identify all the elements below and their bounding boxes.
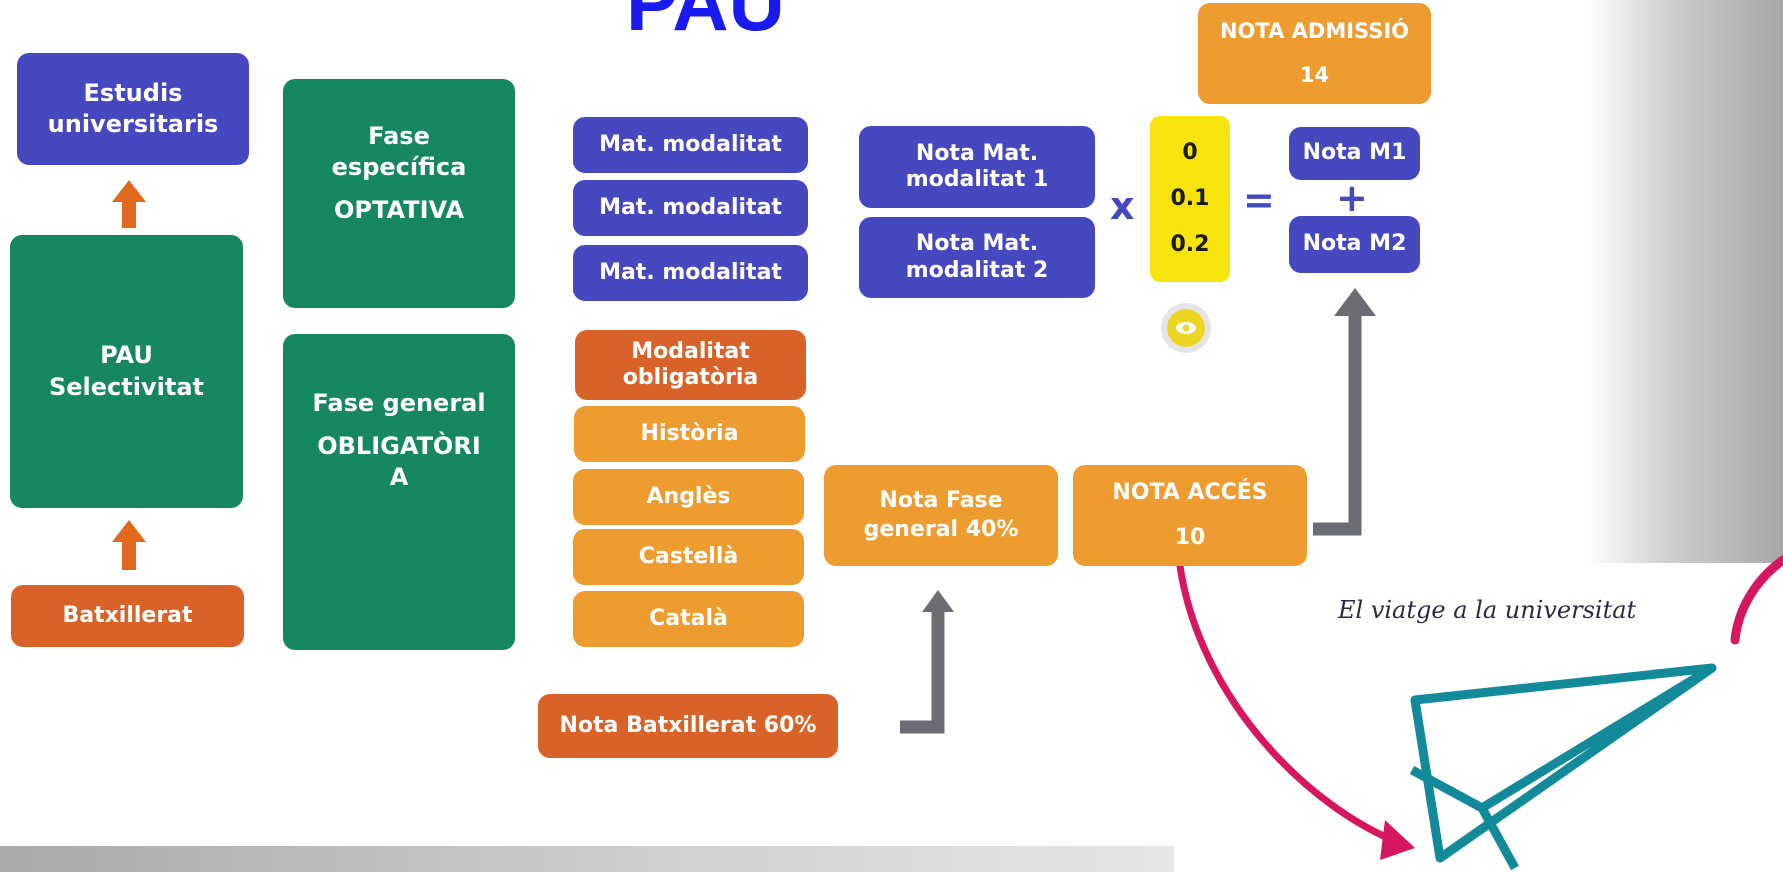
modality-grade-label: Nota Mat. [915,140,1039,166]
arrow-up-icon [112,520,146,570]
mandatory-modality-box: Modalitat obligatòria [575,330,806,400]
result-m2-box: Nota M2 [1289,216,1420,273]
access-grade-value: 10 [1174,524,1206,550]
general-phase-box: Fase general OBLIGATÒRI A [283,334,515,650]
general-subject-label: Castellà [638,543,739,569]
result-m2-label: Nota M2 [1302,231,1407,257]
plus-operator: + [1336,176,1368,220]
admission-grade-box: NOTA ADMISSIÓ 14 [1198,3,1431,104]
gray-panel-bottom [0,846,1174,872]
general-subject-catala: Català [573,591,804,647]
paper-plane-icon [1409,663,1717,871]
batxillerat-grade-label: Nota Batxillerat 60% [559,712,817,738]
magenta-curve-arrow [1176,562,1409,849]
arrow-up-icon [1334,288,1376,316]
modality-subject-1: Mat. modalitat [573,117,808,173]
studies-box: Estudis universitaris [17,53,249,165]
admission-grade-label: NOTA ADMISSIÓ [1219,19,1410,44]
batxillerat-label: Batxillerat [62,602,193,628]
general-subject-label: Història [640,420,739,446]
pau-label: PAU [100,341,153,370]
studies-label: Estudis universitaris [47,78,219,138]
general-grade-box: Nota Fase general 40% [824,465,1058,566]
modality-grade-label-2: modalitat 2 [905,257,1049,283]
pau-sublabel: Selectivitat [48,372,204,401]
general-subject-angles: Anglès [573,469,804,525]
modality-subject-label: Mat. modalitat [599,194,782,220]
general-phase-mandatory: OBLIGATÒRI [317,432,481,461]
modality-subject-3: Mat. modalitat [573,245,808,301]
arrow-up-icon [1313,314,1362,536]
times-operator: x [1110,184,1135,228]
result-m1-label: Nota M1 [1302,140,1407,166]
result-m1-box: Nota M1 [1289,127,1420,180]
admission-grade-value: 14 [1299,62,1330,87]
weight-value: 0.1 [1170,185,1210,211]
general-subject-historia: Història [574,406,805,462]
specific-phase-box: Fase específica OPTATIVA [283,79,515,308]
modality-subject-2: Mat. modalitat [573,180,808,236]
weight-value: 0.2 [1170,231,1210,257]
general-subject-castella: Castellà [573,529,804,585]
general-grade-label: Nota Fase [879,487,1003,513]
modality-grade-label: Nota Mat. [915,231,1039,257]
arrow-up-icon [900,612,945,734]
modality-grade-2: Nota Mat. modalitat 2 [859,217,1095,298]
arrow-up-icon [922,590,954,612]
general-subject-label: Català [649,605,728,631]
modality-subject-label: Mat. modalitat [599,131,782,157]
gray-panel-right [1588,0,1783,563]
specific-phase-label-2: específica [331,153,467,182]
specific-phase-label: Fase [368,122,430,150]
modality-subject-label: Mat. modalitat [599,259,782,285]
mandatory-modality-label: Modalitat [631,338,750,364]
general-phase-mandatory-2: A [389,463,409,492]
weight-value: 0 [1182,139,1198,165]
general-subject-label: Anglès [646,483,731,509]
general-grade-label-2: general 40% [863,516,1019,542]
modality-grade-label-2: modalitat 1 [905,167,1049,192]
batxillerat-grade-box: Nota Batxillerat 60% [538,694,838,758]
general-phase-label: Fase general [312,389,486,417]
pau-box: PAU Selectivitat [10,235,243,508]
batxillerat-box: Batxillerat [11,585,244,647]
page-title: PAU [626,0,785,47]
access-grade-label: NOTA ACCÉS [1112,479,1268,505]
mandatory-modality-label-2: obligatòria [622,365,759,390]
magenta-curve-deco [1730,555,1783,645]
modality-grade-1: Nota Mat. modalitat 1 [859,126,1095,208]
subtitle: El viatge a la universitat [1338,596,1637,624]
weights-box: 0 0.1 0.2 [1150,116,1230,282]
arrow-up-icon [112,180,146,228]
equals-operator: = [1243,178,1275,222]
access-grade-box: NOTA ACCÉS 10 [1073,465,1307,566]
specific-phase-optional: OPTATIVA [333,196,465,225]
